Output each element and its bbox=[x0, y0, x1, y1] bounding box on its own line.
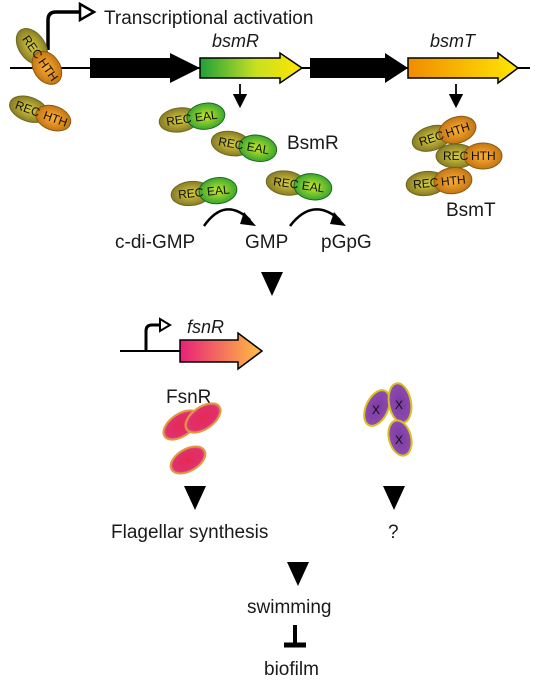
domain-rec-label: REC bbox=[272, 174, 299, 191]
domain-eal-label: EAL bbox=[206, 182, 230, 198]
bsmr-protein-1: REC EAL bbox=[158, 102, 226, 133]
flow-triangle-swimming bbox=[287, 562, 309, 586]
gene-arrow-bsmr bbox=[199, 51, 304, 85]
domain-hth-label: HTH bbox=[440, 172, 466, 189]
bsmt-gene-label: bsmT bbox=[430, 31, 477, 51]
domain-rec-label: REC bbox=[443, 149, 469, 163]
rec-hth-bound-dimer: REC HTH bbox=[15, 28, 63, 85]
gene-arrow-bsmt bbox=[407, 51, 520, 85]
bsmr-enzyme-1: REC EAL bbox=[170, 177, 238, 207]
flagellar-synthesis-label: Flagellar synthesis bbox=[111, 522, 268, 543]
protein-x-1: X bbox=[363, 389, 391, 427]
fsnr-protein-label: FsnR bbox=[166, 387, 211, 408]
domain-x-label: X bbox=[395, 433, 403, 447]
bsmr-gene-label: bsmR bbox=[212, 31, 259, 51]
domain-eal-label: EAL bbox=[246, 139, 271, 157]
protein-x-2: X bbox=[387, 382, 413, 424]
flow-triangle-right bbox=[383, 486, 405, 510]
reaction-arrow-1-head bbox=[240, 212, 256, 226]
bsmr-enzyme-2: REC EAL bbox=[265, 170, 333, 201]
gene-arrow-fsnr bbox=[179, 331, 264, 371]
flow-triangle-1 bbox=[261, 272, 283, 296]
fsnr-gene-label: fsnR bbox=[187, 317, 224, 337]
gene-arrow-black-2 bbox=[310, 53, 408, 83]
promoter-arrow-fsnr bbox=[144, 317, 172, 351]
domain-eal-label: EAL bbox=[301, 178, 326, 195]
domain-rec-label: REC bbox=[165, 111, 192, 128]
bsmt-protein-label: BsmT bbox=[446, 200, 496, 221]
reaction-arrow-2-head bbox=[330, 212, 346, 226]
bsmt-protein-1: REC HTH bbox=[411, 115, 477, 152]
bsmr-protein-2: REC EAL bbox=[210, 130, 278, 162]
domain-hth-label: HTH bbox=[471, 149, 496, 163]
gmp-label: GMP bbox=[245, 232, 288, 253]
pgpg-label: pGpG bbox=[321, 232, 372, 253]
domain-rec-label: REC bbox=[412, 175, 439, 192]
biofilm-label: biofilm bbox=[264, 659, 319, 680]
fsnr-protein-monomer bbox=[169, 445, 207, 475]
flow-triangle-left bbox=[184, 486, 206, 510]
bsmt-protein-2: REC HTH bbox=[435, 142, 503, 170]
unknown-outcome-label: ? bbox=[388, 522, 399, 543]
rec-hth-free: REC HTH bbox=[9, 95, 72, 132]
domain-x-label: X bbox=[372, 403, 380, 417]
domain-rec-label: REC bbox=[217, 134, 245, 152]
promoter-arrow-top bbox=[46, 1, 97, 50]
c-di-gmp-label: c-di-GMP bbox=[115, 232, 195, 253]
domain-rec-label: REC bbox=[177, 185, 204, 202]
fsnr-protein-dimer bbox=[162, 402, 222, 441]
bsmt-protein-3: REC HTH bbox=[405, 167, 473, 197]
domain-x-label: X bbox=[395, 398, 403, 412]
swimming-label: swimming bbox=[247, 597, 331, 618]
gene-arrow-black-1 bbox=[90, 53, 200, 83]
transcriptional-activation-label: Transcriptional activation bbox=[104, 8, 313, 29]
bsmr-protein-label: BsmR bbox=[287, 133, 339, 154]
protein-x-3: X bbox=[387, 419, 413, 457]
domain-eal-label: EAL bbox=[194, 108, 219, 125]
